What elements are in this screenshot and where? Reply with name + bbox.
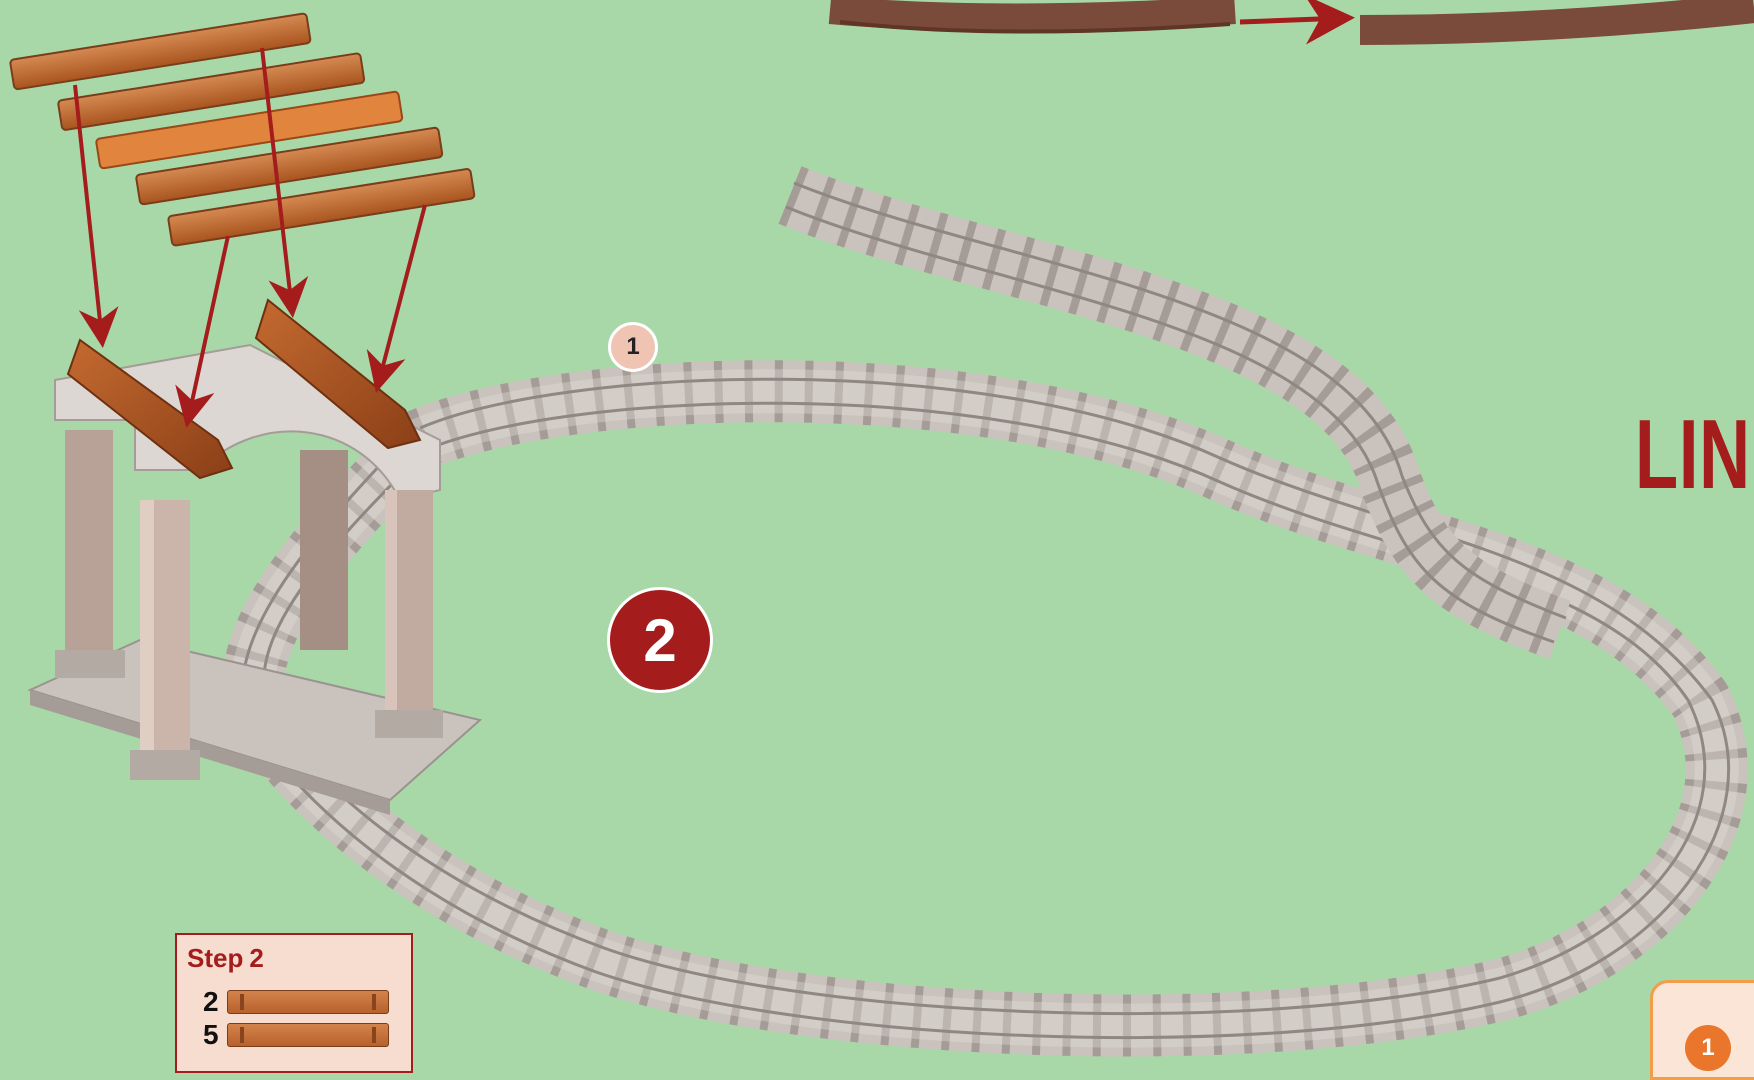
part-row: 5 <box>203 1020 389 1050</box>
top-track-piece-left <box>830 10 1235 32</box>
sub-step-badge: 1 <box>608 322 658 372</box>
page-tab: 1 <box>1650 980 1754 1080</box>
part-quantity: 5 <box>203 1019 225 1051</box>
step-label: Step <box>187 943 243 973</box>
side-title: LIN <box>1635 398 1751 511</box>
step-label-number: 2 <box>249 943 263 973</box>
part-quantity: 2 <box>203 986 225 1018</box>
top-track-piece-right <box>1360 8 1754 30</box>
plank-piece-icon <box>227 990 389 1014</box>
step-number-badge: 2 <box>607 587 713 693</box>
track-loop <box>242 379 1728 1037</box>
plank-piece-icon <box>227 1023 389 1047</box>
page-number: 1 <box>1685 1025 1731 1071</box>
part-row: 2 <box>203 987 389 1017</box>
top-connect-arrow <box>1240 18 1345 22</box>
